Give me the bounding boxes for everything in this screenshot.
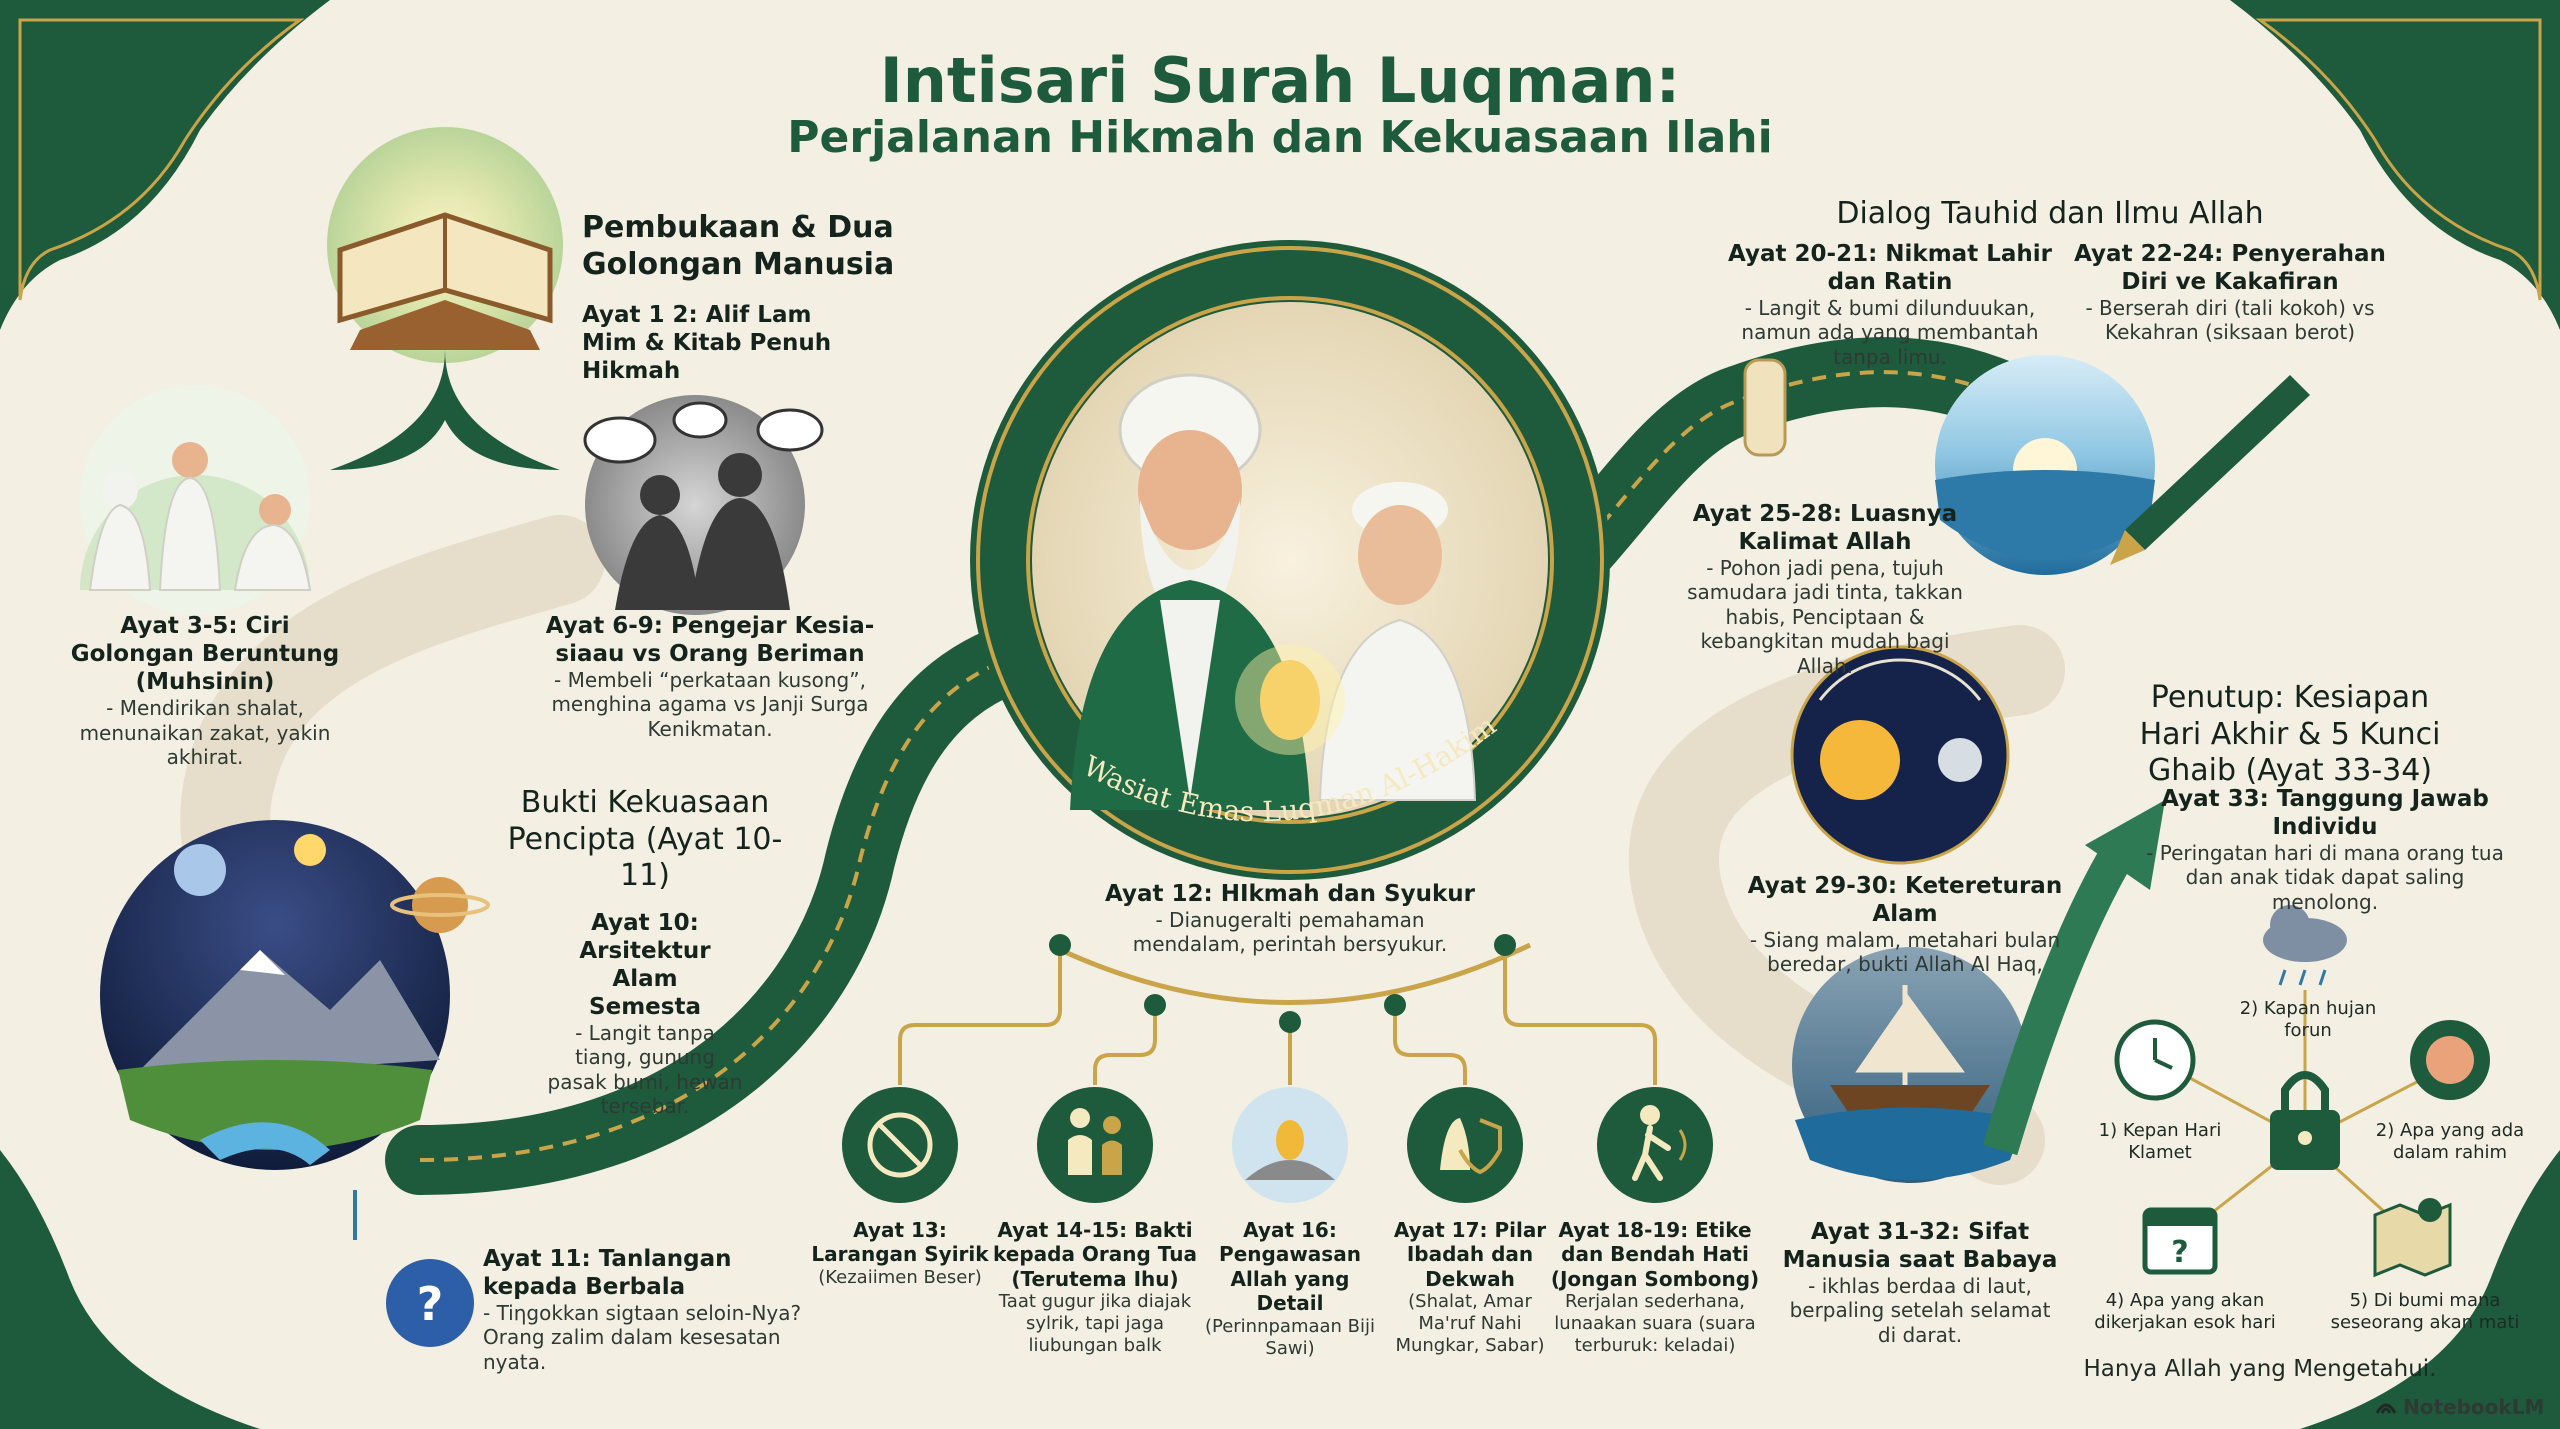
ghaib-key-4: 4) Apa yang akan dikerjakan esok hari [2094, 1290, 2276, 1333]
section-heading: Ayat 13: Larangan Syirik [811, 1218, 989, 1267]
section-heading: Ayat 18-19: Etike dan Bendah Hati (Jonga… [1550, 1218, 1760, 1291]
section-heading: Ayat 31-32: Sifat Manusia saat Babaya [1782, 1219, 2058, 1274]
section-heading: Ayat 25-28: Luasnya Kalimat Allah [1692, 501, 1958, 556]
no-idol-icon [842, 1087, 958, 1203]
section-penutup: Penutup: Kesiapan Hari Akhir & 5 Kunci G… [2130, 680, 2450, 790]
section-heading: Penutup: Kesiapan Hari Akhir & 5 Kunci G… [2139, 680, 2441, 789]
section-body: - Berserah diri (tali kokoh) vs Kekahran… [2085, 296, 2375, 345]
clock-icon [2114, 1019, 2196, 1101]
section-heading: Bukti Kekuasaan Pencipta (Ayat 10-11) [507, 785, 783, 894]
walking-person-icon [1597, 1087, 1713, 1203]
section-body: Rerjalan sederhana, lunaakan suara (suar… [1554, 1291, 1756, 1357]
calendar-icon: ? [2142, 1207, 2218, 1275]
embryo-icon [2410, 1020, 2490, 1100]
svg-text:?: ? [2171, 1235, 2188, 1270]
section-ayat-13: Ayat 13: Larangan Syirik (Kezaiimen Bese… [800, 1218, 1000, 1289]
section-body: Taat gugur jika diajak sylrik, tapi jaga… [998, 1291, 1192, 1357]
section-body: - Tiηgokkan sigtaan seloin-Nya? Orang za… [483, 1301, 802, 1374]
section-ayat-25-28: Ayat 25-28: Luasnya Kalimat Allah - Poho… [1680, 500, 1970, 678]
branding-label: NotebookLM [2403, 1395, 2545, 1419]
section-ayat: Ayat 1 2: Alif Lam Mim & Kitab Penuh Hik… [582, 302, 832, 385]
section-body: (Kezaiimen Beser) [818, 1266, 982, 1288]
ocean-pen-illustration [1935, 355, 2310, 575]
section-body: - Peringatan hari di mana orang tua dan … [2146, 841, 2504, 914]
section-ayat-11: Ayat 11: Tanlangan kepada Berbala - Tiηg… [483, 1245, 823, 1374]
section-heading: Ayat 11: Tanlangan kepada Berbala [483, 1246, 732, 1301]
speech-bubbles-illustration [583, 395, 824, 615]
scroll-icon [1743, 358, 1787, 457]
rain-cloud-icon [2263, 905, 2347, 986]
seed-icon [1232, 1087, 1348, 1203]
section-body: - Pohon jadi pena, tujuh samudara jadi t… [1687, 556, 1963, 678]
section-heading: Ayat 22-24: Penyerahan Diri ve Kakafiran [2074, 241, 2386, 296]
quran-illustration [327, 127, 563, 470]
question-bubble-icon [386, 1259, 474, 1347]
section-heading: Ayat 16: Pengawasan Allah yang Detail [1219, 1218, 1361, 1316]
corner-ornament-bottom-left [0, 1150, 260, 1429]
luqman-and-son-illustration [1070, 373, 1477, 810]
sun-moon-illustration [1790, 645, 2010, 865]
section-body: - Dianugeralti pemahaman mendalam, perin… [1132, 908, 1448, 957]
ghaib-footer: Hanya Allah yang Mengetahui. [2083, 1356, 2437, 1382]
cosmos-mountain-illustration [100, 820, 490, 1170]
arrow-up-icon [2085, 800, 2165, 890]
section-ayat-12: Ayat 12: HIkmah dan Syukur - Dianugeralt… [1100, 880, 1480, 957]
prayer-dakwah-icon [1407, 1087, 1523, 1203]
page-title: Intisari Surah Luqman: [879, 44, 1681, 117]
section-body: (Shalat, Amar Ma'ruf Nahi Mungkar, Sabar… [1395, 1291, 1545, 1357]
corner-ornament-top-left [0, 0, 330, 330]
ghaib-key-1: 1) Kepan Hari Klamet [2098, 1120, 2222, 1163]
svg-text:?: ? [417, 1277, 444, 1331]
section-heading: Ayat 29-30: Ketereturan Alam [1747, 873, 2063, 928]
section-heading: Ayat 17: Pilar Ibadah dan Dekwah [1393, 1218, 1547, 1291]
section-ayat-22-24: Ayat 22-24: Penyerahan Diri ve Kakafiran… [2060, 240, 2400, 345]
section-bukti: Bukti Kekuasaan Pencipta (Ayat 10-11) Ay… [495, 785, 795, 1119]
praying-people-illustration [80, 385, 312, 615]
section-heading: Dialog Tauhid dan Ilmu Allah [1836, 196, 2264, 231]
family-icon [1037, 1087, 1153, 1203]
section-body: - Langit tanpa tiang, gunung pasak bumi,… [547, 1020, 743, 1119]
section-body: - Langit & bumi dilunduukan, namun ada y… [1741, 296, 2039, 369]
section-ayat-17: Ayat 17: Pilar Ibadah dan Dekwah (Shalat… [1385, 1218, 1555, 1357]
section-body: (Perinnpamaan Biji Sawi) [1204, 1315, 1376, 1359]
section-body: - Siang malam, metahari bulan beredar, b… [1749, 928, 2061, 977]
corner-ornament-top-right [2230, 0, 2560, 330]
section-body: - Mendirikan shalat, menunaikan zakat, y… [79, 696, 331, 769]
map-pin-icon [2373, 1198, 2452, 1278]
section-ayat-20-21: Ayat 20-21: Nikmat Lahir dan Ratin - Lan… [1720, 240, 2060, 369]
ship-storm-illustration [1792, 947, 2028, 1183]
section-body: - ikhlas berdaa di laut, berpaling setel… [1789, 1274, 2051, 1347]
padlock-icon [2270, 1071, 2340, 1170]
section-heading: Ayat 33: Tanggung Jawab Individu [2161, 786, 2489, 841]
section-ayat-14-15: Ayat 14-15: Bakti kepada Orang Tua (Teru… [985, 1218, 1205, 1357]
section-ayat-6-9: Ayat 6-9: Pengejar Kesia-siaau vs Orang … [545, 612, 875, 741]
section-ayat-3-5: Ayat 3-5: Ciri Golongan Beruntung (Muhsi… [55, 612, 355, 769]
section-heading: Ayat 20-21: Nikmat Lahir dan Ratin [1728, 241, 2052, 296]
section-heading: Pembukaan & Dua Golongan Manusia [582, 210, 895, 282]
section-heading: Ayat 12: HIkmah dan Syukur [1105, 881, 1475, 907]
section-ayat-18-19: Ayat 18-19: Etike dan Bendah Hati (Jonga… [1540, 1218, 1770, 1357]
section-ayat-31-32: Ayat 31-32: Sifat Manusia saat Babaya - … [1780, 1218, 2060, 1347]
section-ayat-33: Ayat 33: Tanggung Jawab Individu - Perin… [2130, 785, 2520, 914]
page-subtitle: Perjalanan Hikmah dan Kekuasaan Ilahi [787, 112, 1773, 163]
section-pembukaan: Pembukaan & Dua Golongan Manusia Ayat 1 … [582, 210, 922, 385]
section-ayat-heading: Ayat 10: Arsitektur Alam Semesta [579, 909, 711, 1020]
section-ayat-16: Ayat 16: Pengawasan Allah yang Detail (P… [1195, 1218, 1385, 1359]
section-ayat-29-30: Ayat 29-30: Ketereturan Alam - Siang mal… [1745, 872, 2065, 977]
ghaib-key-5: 5) Di bumi mana seseorang akan mati [2330, 1290, 2520, 1333]
ghaib-key-2: 2) Kapan hujan forun [2239, 998, 2377, 1041]
corner-ornament-bottom-right [2300, 1150, 2560, 1429]
section-heading: Ayat 3-5: Ciri Golongan Beruntung (Muhsi… [70, 613, 340, 696]
section-heading: Ayat 6-9: Pengejar Kesia-siaau vs Orang … [545, 613, 875, 668]
notebooklm-branding: NotebookLM [2375, 1395, 2544, 1419]
section-heading: Ayat 14-15: Bakti kepada Orang Tua (Teru… [993, 1218, 1197, 1291]
ghaib-key-3: 2) Apa yang ada dalam rahim [2375, 1120, 2525, 1163]
section-body: - Membeli “perkataan kusong”, menghina a… [551, 668, 869, 741]
notebooklm-logo-icon [2375, 1403, 2397, 1414]
section-dialog: Dialog Tauhid dan Ilmu Allah [1800, 196, 2300, 233]
